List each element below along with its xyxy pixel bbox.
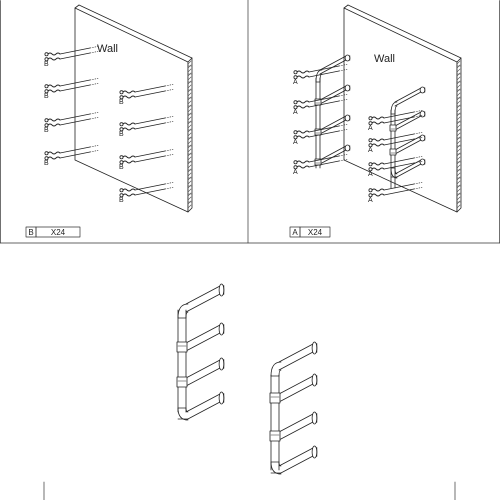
anchor-group-left: B B B B B B B B (44, 46, 174, 204)
legend-qty-right: X24 (308, 228, 323, 237)
panel-left-wall-anchors: Wall B B B B B B B B B X24 (25, 4, 193, 238)
part-letter-label: A (368, 171, 373, 178)
anchor-pair: A (368, 132, 423, 154)
part-letter-label: B (44, 127, 49, 134)
pipe-shelf (269, 341, 318, 475)
anchor-pair: A (368, 110, 423, 132)
panel-right-shelf-mounting: Wall A A A A A A A A A X24 (289, 4, 462, 238)
wall-left (74, 4, 193, 213)
legend-box-left: B X24 (25, 226, 81, 238)
part-letter-label: A (368, 197, 373, 204)
part-letter-label: A (293, 79, 298, 86)
anchor-pair: B (119, 116, 174, 138)
anchor-pair: A (293, 94, 348, 116)
part-letter-label: A (293, 139, 298, 146)
anchor-pair: B (44, 145, 99, 167)
pipe-shelf (314, 54, 351, 169)
anchor-group-right: A A A A A A A A (293, 64, 423, 204)
anchor-pair: A (293, 154, 348, 176)
legend-box-right: A X24 (289, 226, 331, 238)
wall-left-brick-hatch (187, 60, 192, 209)
pipe-shelf (176, 283, 225, 421)
part-letter-label: B (119, 164, 124, 171)
part-letter-label: B (44, 61, 49, 68)
anchor-pair: B (44, 112, 99, 134)
anchor-pair: A (368, 182, 423, 204)
legend-qty-left: X24 (51, 228, 66, 237)
part-letter-label: A (293, 169, 298, 176)
part-letter-label: B (44, 93, 49, 100)
anchor-pair: B (119, 149, 174, 171)
legend-part-right: A (292, 228, 298, 237)
anchor-pair: B (44, 46, 99, 68)
part-letter-label: A (368, 147, 373, 154)
part-letter-label: A (368, 125, 373, 132)
wall-right-brick-hatch (456, 60, 461, 209)
part-letter-label: B (119, 131, 124, 138)
part-letter-label: B (44, 160, 49, 167)
wall-right (343, 4, 462, 213)
anchor-pair: B (119, 182, 174, 204)
part-letter-label: B (119, 197, 124, 204)
anchor-pair: B (119, 84, 174, 106)
assembled-pipe-shelves (176, 283, 318, 475)
part-letter-label: B (119, 99, 124, 106)
wall-right-label: Wall (374, 53, 395, 65)
part-letter-label: A (293, 109, 298, 116)
anchor-pair: A (293, 124, 348, 146)
legend-part-left: B (28, 228, 33, 237)
anchor-pair: B (44, 78, 99, 100)
anchor-pair: A (368, 156, 423, 178)
anchor-pair: A (293, 64, 348, 86)
wall-left-label: Wall (97, 43, 118, 55)
